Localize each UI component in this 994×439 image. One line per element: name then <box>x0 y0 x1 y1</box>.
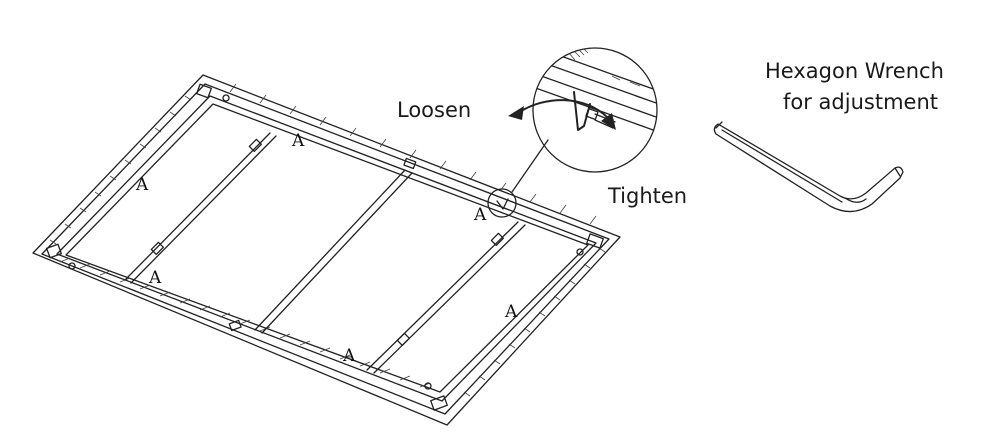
tighten-label: Tighten <box>607 184 687 208</box>
callout-source-bolt <box>496 198 509 210</box>
curved-double-arrow-icon <box>508 99 616 130</box>
wrench-label-line1: Hexagon Wrench <box>765 59 944 83</box>
wrench-label-line2: for adjustment <box>783 90 938 114</box>
detail-magnified-rail <box>533 48 657 137</box>
callout-source-circle <box>487 188 517 218</box>
marker-a: A <box>504 302 518 322</box>
detail-magnifier-circle <box>532 47 658 173</box>
marker-a: A <box>342 346 356 366</box>
frame-outer-border <box>32 74 621 426</box>
detail-callout <box>487 47 658 218</box>
loosen-label: Loosen <box>397 98 471 122</box>
marker-a: A <box>148 268 162 288</box>
marker-a: A <box>291 131 305 151</box>
marker-a: A <box>473 205 487 225</box>
hex-key-icon <box>713 121 904 213</box>
callout-leader-line <box>511 139 549 193</box>
corner-brackets <box>46 83 604 411</box>
marker-a: A <box>135 175 149 195</box>
adjustment-point-markers: A A A A A A <box>135 131 518 366</box>
frame-rail-details <box>49 83 606 397</box>
cross-bars <box>124 132 526 374</box>
